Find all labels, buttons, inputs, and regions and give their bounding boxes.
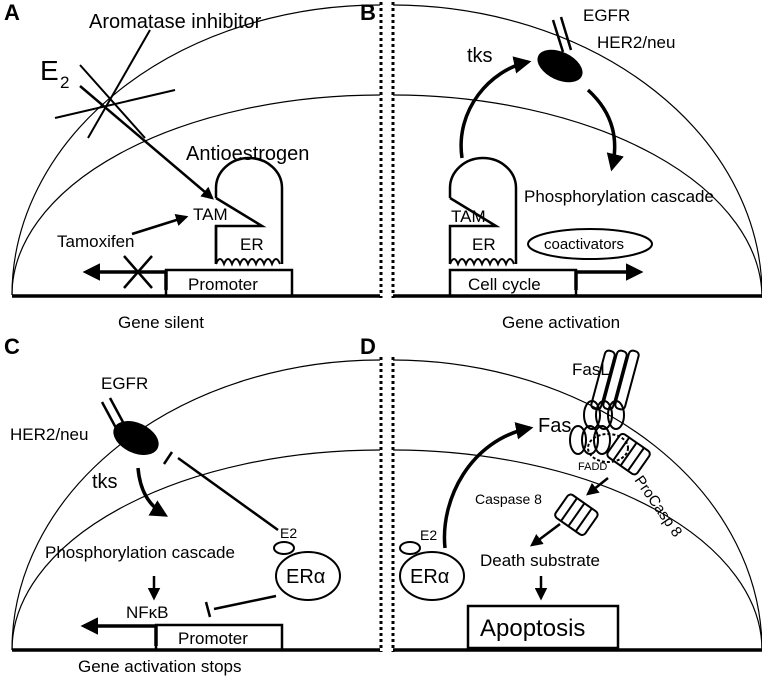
era-oval: [275, 551, 341, 601]
coactivators-oval: [527, 228, 653, 260]
her2-label: HER2/neu: [597, 33, 675, 52]
tam-label: TAM: [451, 207, 486, 226]
her2-label: HER2/neu: [10, 425, 88, 444]
fas-label: Fas: [538, 415, 571, 437]
fas-induction-arrow: [442, 422, 534, 549]
egfr-label: EGFR: [583, 6, 630, 25]
cell-membrane-arc: [11, 359, 381, 651]
inhibition-line: [177, 456, 279, 532]
panel-d: D FasL Fas FADD ProCa: [360, 334, 762, 652]
transcription-arrow: [80, 617, 158, 646]
cascade-arrow: [586, 88, 624, 172]
panel-c: C EGFR HER2/neu tks Phosphorylation casc…: [4, 334, 383, 676]
apoptosis-box: [466, 604, 620, 650]
caption-b: Gene activation: [502, 313, 620, 332]
caspase-icon: [554, 493, 599, 536]
fasl-trimer: [583, 349, 640, 430]
tam-label: TAM: [193, 205, 228, 224]
e2-arrow: [79, 85, 214, 200]
era-label: ERα: [410, 566, 449, 588]
cell-membrane-arc: [11, 4, 381, 296]
tks-kinase: [537, 49, 583, 83]
nfkb-label: NFκB: [126, 603, 169, 622]
block-cross: [123, 255, 153, 289]
procasp-label: ProCasp 8: [631, 473, 686, 541]
caspase-label: Caspase 8: [475, 491, 542, 507]
apoptosis-label: Apoptosis: [480, 615, 585, 642]
cellcycle-label: Cell cycle: [468, 275, 541, 294]
receptor-cap: [448, 156, 518, 264]
fasl-label: FasL: [572, 360, 610, 379]
nuclear-membrane-arc: [392, 94, 762, 299]
er-label: ER: [240, 235, 264, 254]
panel-a: A Aromatase inhibitor E 2 Antioestrogen …: [4, 0, 383, 332]
egfr-label: EGFR: [101, 374, 148, 393]
fas-receptor: [569, 425, 611, 455]
cell-membrane-arc: [392, 359, 762, 651]
tamoxifen-label: Tamoxifen: [57, 232, 134, 251]
era-label: ERα: [286, 566, 325, 588]
inhibition-bar: [162, 451, 174, 465]
e2-label: E2: [280, 525, 297, 541]
tks-label: tks: [467, 45, 493, 67]
cross-line: [87, 29, 151, 139]
receptor-cap: [214, 156, 284, 264]
er-label: ER: [472, 235, 496, 254]
nuclear-membrane-arc: [11, 94, 381, 296]
inhibition-bar: [204, 601, 212, 618]
fadd-label: FADD: [578, 461, 607, 473]
fadd-oval: [587, 433, 629, 463]
e2-ligand: [273, 541, 295, 555]
tks-label: tks: [92, 471, 118, 493]
promoter-label: Promoter: [188, 275, 258, 294]
cleavage-arrow: [530, 523, 561, 547]
e2-label: E2: [420, 527, 437, 543]
cell-membrane-arc: [392, 4, 762, 298]
promoter-label: Promoter: [178, 629, 248, 648]
panel-c-letter: C: [4, 334, 20, 359]
panel-d-letter: D: [360, 334, 376, 359]
e2-sub-label: 2: [60, 73, 69, 92]
e2-label: E: [40, 55, 59, 86]
aromatase-label: Aromatase inhibitor: [89, 11, 262, 33]
phospho-label: Phosphorylation cascade: [45, 543, 235, 562]
activation-arrow: [586, 477, 609, 496]
tamoxifen-arrow: [131, 214, 189, 236]
inhibition-line: [213, 594, 277, 611]
transcription-arrow: [574, 263, 644, 290]
nuclear-membrane-arc: [11, 449, 381, 651]
era-oval: [399, 551, 465, 601]
coactivators-label: coactivators: [544, 236, 624, 253]
activation-arrow: [459, 56, 532, 159]
caption-c: Gene activation stops: [78, 657, 241, 676]
receptor-stalk: [559, 16, 573, 51]
panel-b: B EGFR HER2/neu tks Phosphorylation casc…: [360, 0, 762, 332]
cascade-arrow: [136, 467, 169, 517]
receptor-stalk: [551, 19, 565, 53]
death-label: Death substrate: [480, 551, 600, 570]
panel-b-letter: B: [360, 0, 376, 25]
zinc-fingers: [449, 258, 515, 267]
transcription-arrow-blocked: [82, 263, 168, 290]
tam-wedge: [448, 196, 501, 264]
tks-kinase: [113, 421, 159, 455]
e2-ligand: [399, 541, 421, 555]
receptor-stalk: [108, 397, 126, 425]
cross-line: [54, 89, 176, 119]
receptor-stalk: [100, 401, 118, 429]
zinc-fingers: [215, 258, 281, 267]
cross-line: [79, 64, 146, 139]
caption-a: Gene silent: [118, 313, 204, 332]
panel-a-letter: A: [4, 0, 20, 25]
phospho-label: Phosphorylation cascade: [524, 187, 714, 206]
antioestrogen-label: Antioestrogen: [186, 143, 309, 165]
procasp-icon: [606, 432, 651, 476]
